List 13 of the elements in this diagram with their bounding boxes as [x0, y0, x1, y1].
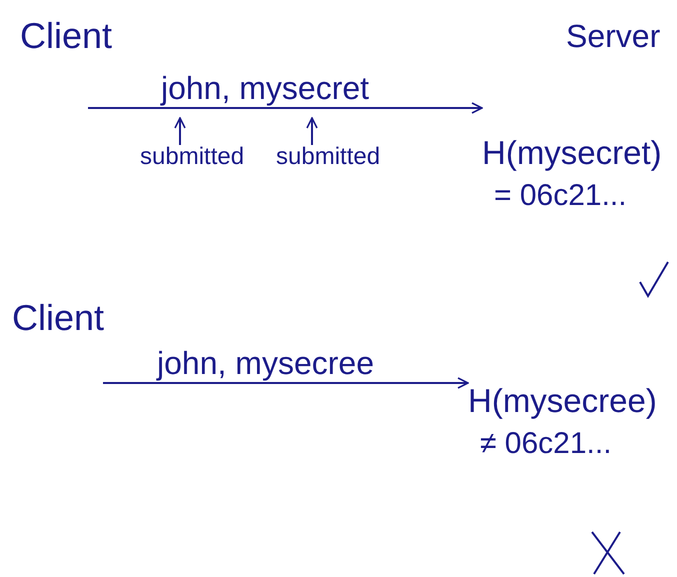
hash-value: ≠ 06c21... — [479, 429, 612, 459]
hash-expression: H(mysecree) — [468, 384, 657, 417]
side-label: Server — [566, 20, 660, 52]
side-label: Client — [12, 300, 104, 336]
leader-line — [174, 117, 186, 145]
leader-line — [306, 117, 318, 145]
side-label: Client — [20, 18, 112, 54]
hash-value: = 06c21... — [493, 181, 627, 211]
hash-expression: H(mysecret) — [482, 136, 662, 169]
arrow — [103, 377, 469, 389]
annotation-text: submitted — [276, 145, 380, 169]
annotation-text: submitted — [140, 145, 244, 169]
arrow — [88, 102, 483, 114]
